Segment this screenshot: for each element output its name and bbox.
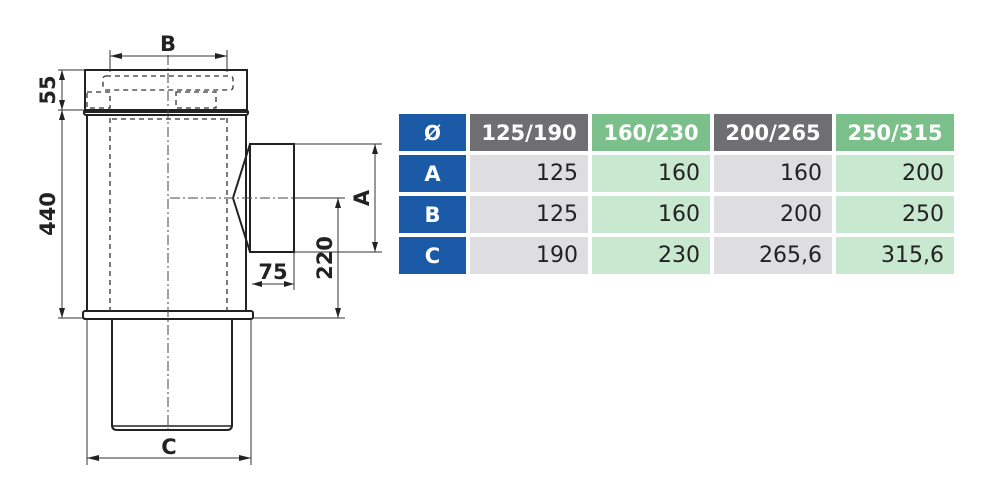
table-cell: 250 — [836, 196, 954, 233]
table-cell: 200 — [836, 155, 954, 192]
table-cell: 230 — [592, 237, 710, 274]
dimensions-table: Ø 125/190 160/230 200/265 250/315 A 125 … — [395, 110, 958, 278]
column-header: 200/265 — [714, 114, 832, 151]
table-cell: 160 — [592, 196, 710, 233]
table-header-row: Ø 125/190 160/230 200/265 250/315 — [399, 114, 954, 151]
table-cell: 125 — [470, 155, 588, 192]
bottom-spigot — [111, 319, 233, 431]
table-row: B 125 160 200 250 — [399, 196, 954, 233]
table-cell: 200 — [714, 196, 832, 233]
column-header: 250/315 — [836, 114, 954, 151]
dim-label-220: 220 — [313, 236, 337, 280]
dim-label-55: 55 — [36, 75, 60, 104]
top-collar — [84, 69, 248, 113]
table-cell: 125 — [470, 196, 588, 233]
column-header: 125/190 — [470, 114, 588, 151]
table-cell: 190 — [470, 237, 588, 274]
dim-label-75: 75 — [258, 260, 287, 284]
row-label: C — [399, 237, 466, 274]
table-cell: 160 — [592, 155, 710, 192]
top-flange — [83, 109, 249, 116]
dim-label-b: B — [160, 32, 176, 56]
dim-label-a: A — [350, 189, 374, 206]
diameter-header: Ø — [399, 114, 466, 151]
table-cell: 315,6 — [836, 237, 954, 274]
table-cell: 160 — [714, 155, 832, 192]
table-row: C 190 230 265,6 315,6 — [399, 237, 954, 274]
table-cell: 265,6 — [714, 237, 832, 274]
dim-label-c: C — [161, 435, 176, 459]
row-label: B — [399, 196, 466, 233]
dim-label-440: 440 — [36, 192, 60, 236]
row-label: A — [399, 155, 466, 192]
table-row: A 125 160 160 200 — [399, 155, 954, 192]
column-header: 160/230 — [592, 114, 710, 151]
